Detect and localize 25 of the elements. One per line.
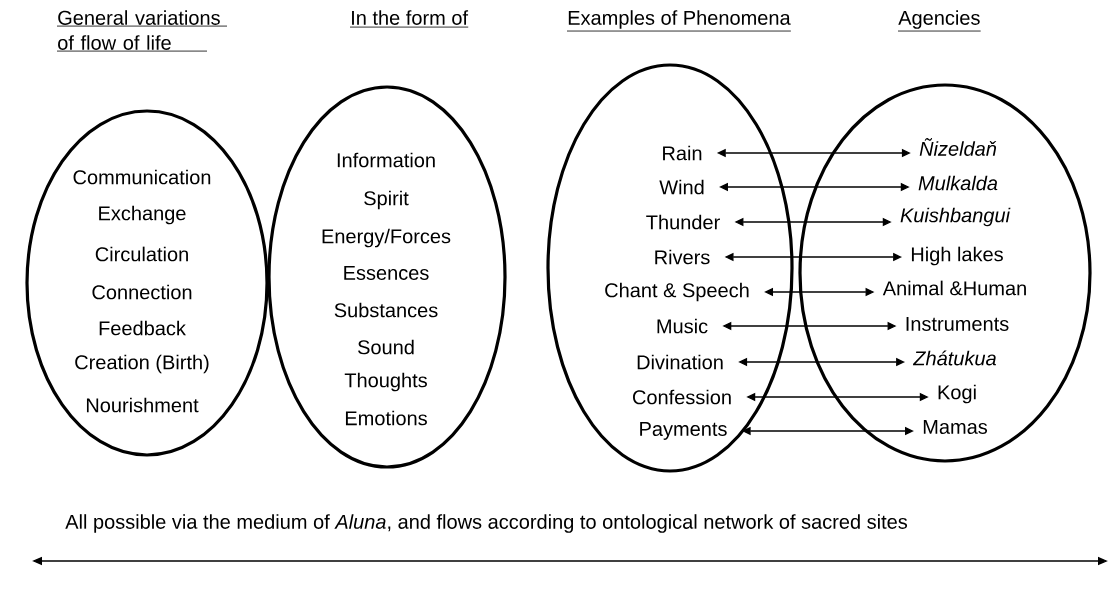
column-heading: In the form of [352,10,469,25]
item-text: Music [657,318,708,334]
item-text: Rain [663,145,702,161]
item-text: Mulkalda [918,175,998,191]
column-heading: Examples of Phenomena [568,10,791,29]
item-text: Confession [633,389,731,405]
item-text: Divination [637,354,723,370]
column-heading: General variations of flow of life [58,10,220,50]
item-text: Kogi [938,384,976,404]
item-text: Thunder [646,214,720,230]
item-text: Ñizeldaň [919,138,997,156]
item-text: Zhátukua [912,350,996,366]
item-text: Kuishbangui [900,207,1011,227]
item-text: Chant & Speech [605,282,749,302]
column-heading: Agencies [898,10,980,29]
item-text: Wind [659,179,704,195]
item-text: Instruments [906,317,1009,331]
item-text: Animal &Human [882,280,1026,296]
ellipse [546,63,794,473]
item-text: High lakes [911,246,1003,266]
item-text: Mamas [923,420,988,434]
item-text: Payments [640,422,727,440]
item-text: Rivers [655,249,710,265]
note-text: All possible via the medium of Aluna, and flows according to ontological network of sacred sites [65,514,908,533]
ellipse [798,83,1092,463]
